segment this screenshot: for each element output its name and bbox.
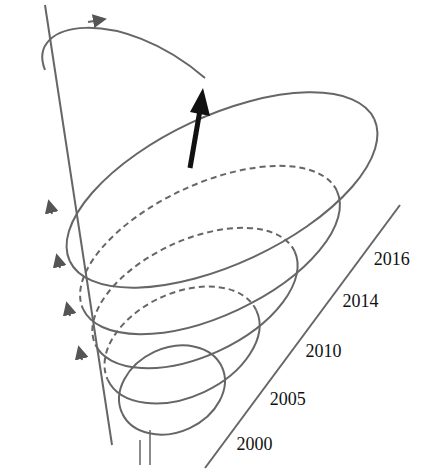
direction-arrow [88, 20, 100, 22]
loop [86, 263, 279, 427]
year-label: 2010 [305, 342, 341, 360]
loop [104, 329, 239, 452]
loop [71, 199, 319, 397]
direction-arrow [68, 308, 70, 316]
direction-arrow [50, 206, 52, 214]
year-label: 2005 [270, 390, 306, 408]
loop [38, 52, 405, 328]
top-turn [42, 28, 205, 78]
direction-arrow [58, 260, 60, 268]
year-label: 2014 [342, 292, 378, 310]
year-label: 2000 [236, 435, 272, 453]
loop [55, 131, 365, 369]
axis-stub [140, 430, 150, 465]
direction-arrow [80, 352, 82, 360]
year-label: 2016 [374, 250, 410, 268]
time-axis [205, 205, 400, 468]
growth-arrow [190, 110, 200, 168]
axis-line [45, 5, 112, 445]
growth-arrowhead [190, 88, 210, 116]
